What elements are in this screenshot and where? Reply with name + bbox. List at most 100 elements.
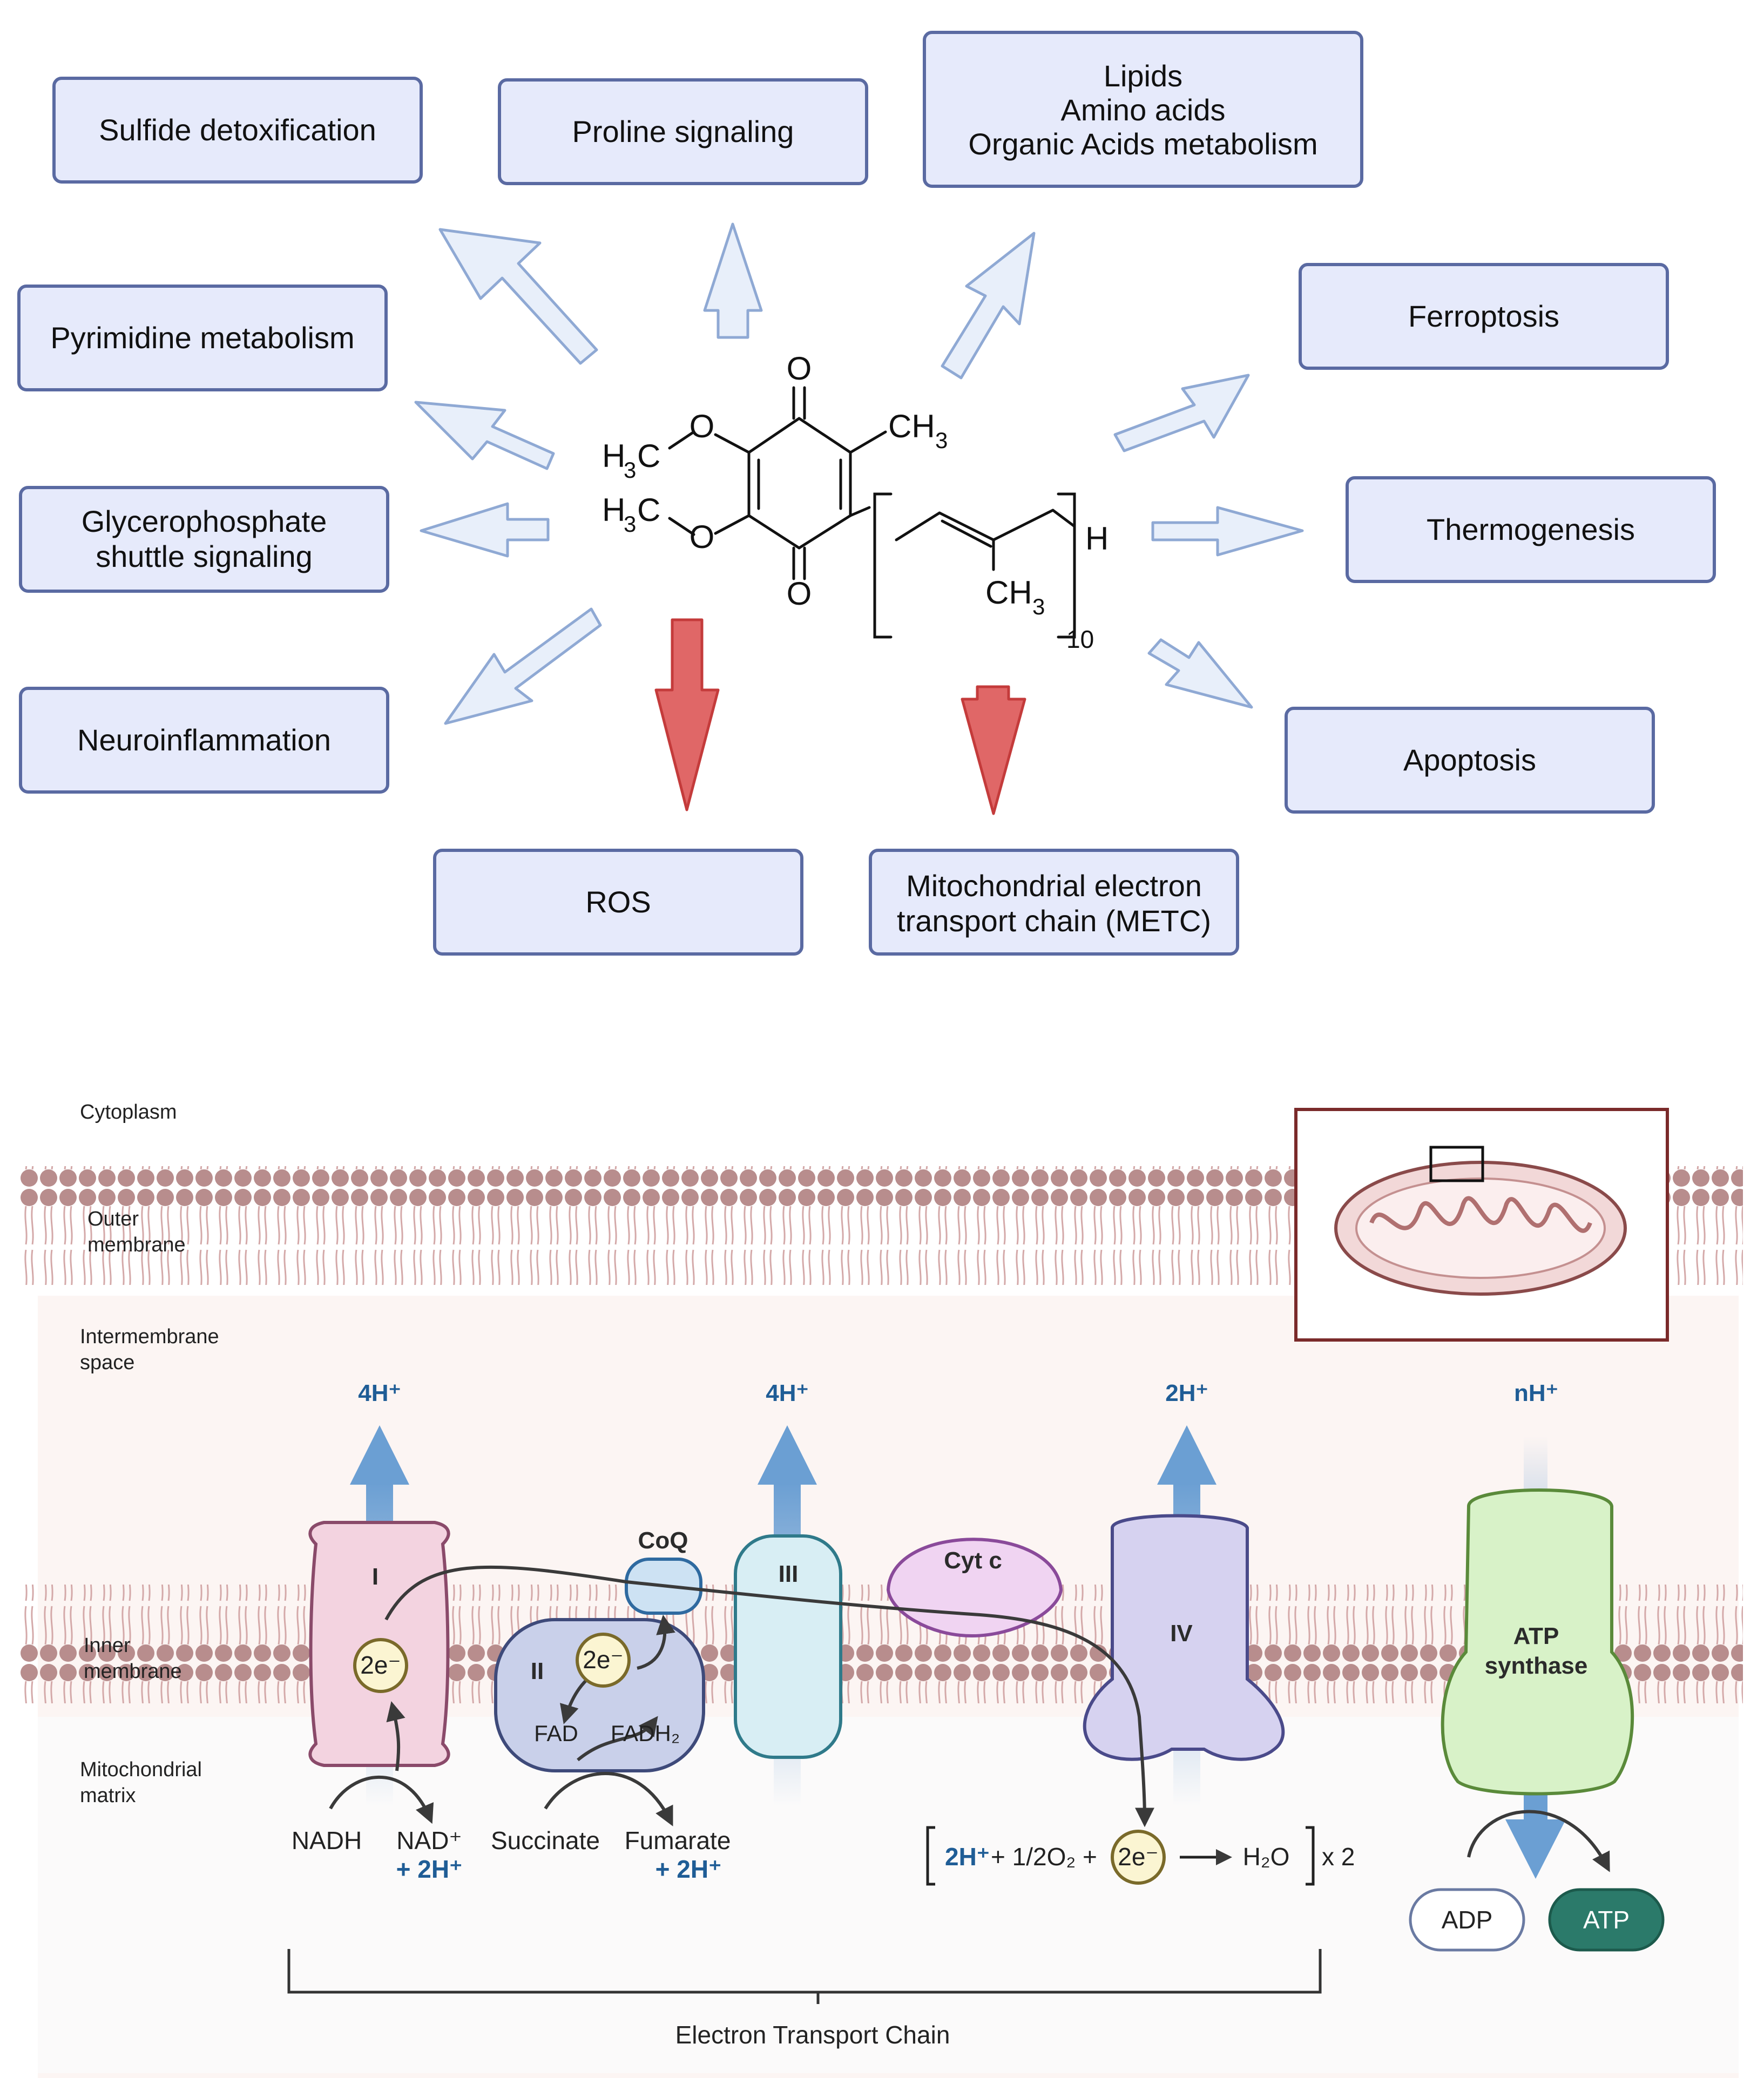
arrow-ferroptosis <box>1113 374 1250 452</box>
svg-text:CH: CH <box>985 574 1032 611</box>
function-box-pyrimidine: Pyrimidine metabolism <box>17 285 388 391</box>
hplus-complex-1: 4H⁺ <box>358 1380 401 1406</box>
svg-text:O: O <box>787 576 812 612</box>
oxygen-equation: 2H⁺ + 1/2O₂ + 2e⁻ H₂O x 2 <box>926 1826 1355 1886</box>
red-arrows <box>654 618 1026 815</box>
arrow-thermogenesis <box>1151 506 1304 557</box>
svg-text:Cyt c: Cyt c <box>944 1547 1002 1574</box>
function-box-ferroptosis: Ferroptosis <box>1299 263 1669 370</box>
svg-text:I: I <box>372 1563 379 1590</box>
function-box-neuroinflammation: Neuroinflammation <box>19 687 389 794</box>
svg-text:2e⁻: 2e⁻ <box>360 1651 401 1679</box>
svg-text:ATP: ATP <box>1583 1906 1630 1934</box>
matrix-arrows <box>329 1772 1610 1872</box>
arrow-apoptosis <box>1147 638 1253 709</box>
function-box-ros: ROS <box>433 849 803 956</box>
svg-text:Proline signaling: Proline signaling <box>572 114 794 148</box>
svg-text:shuttle signaling: shuttle signaling <box>96 539 313 573</box>
function-box-thermogenesis: Thermogenesis <box>1346 476 1716 583</box>
arrow-proline <box>703 222 763 339</box>
svg-text:2H⁺: 2H⁺ <box>945 1843 990 1871</box>
svg-text:Pyrimidine metabolism: Pyrimidine metabolism <box>50 321 354 355</box>
label-nadh: NADH <box>292 1826 362 1854</box>
svg-text:ROS: ROS <box>585 885 651 919</box>
function-box-apoptosis: Apoptosis <box>1285 707 1655 814</box>
complex-iii: III <box>734 1534 842 1759</box>
etc-bracket <box>287 1949 1322 2004</box>
svg-text:Organic Acids metabolism: Organic Acids metabolism <box>968 127 1317 161</box>
mitochondrion-inset <box>1294 1108 1669 1342</box>
label-cytoplasm: Cytoplasm <box>80 1101 177 1123</box>
electron-complex-ii: 2e⁻ <box>576 1633 631 1688</box>
svg-text:ATP: ATP <box>1513 1623 1559 1649</box>
svg-text:IV: IV <box>1170 1620 1193 1647</box>
svg-text:H: H <box>1085 520 1109 557</box>
svg-text:Glycerophosphate: Glycerophosphate <box>82 504 327 538</box>
svg-text:ADP: ADP <box>1442 1906 1493 1934</box>
svg-text:H: H <box>602 438 625 474</box>
light-arrows <box>414 222 1304 725</box>
svg-text:transport chain (METC): transport chain (METC) <box>897 904 1211 938</box>
hplus-complex-3: 4H⁺ <box>766 1380 808 1406</box>
svg-text:Apoptosis: Apoptosis <box>1403 743 1536 777</box>
svg-text:3: 3 <box>624 511 636 537</box>
label-ims-1: Intermembrane <box>80 1325 219 1348</box>
svg-text:H₂O: H₂O <box>1243 1843 1290 1871</box>
svg-text:CH: CH <box>888 408 935 444</box>
function-box-proline: Proline signaling <box>498 78 868 185</box>
label-ims-2: space <box>80 1351 134 1374</box>
label-matrix-2: matrix <box>80 1784 136 1807</box>
label-fumarate: Fumarate <box>625 1826 731 1854</box>
label-inner-1: Inner <box>84 1634 131 1657</box>
svg-text:x 2: x 2 <box>1322 1843 1355 1871</box>
label-electron-transport-chain: Electron Transport Chain <box>675 2021 950 2049</box>
svg-text:+ 1/2O₂ +: + 1/2O₂ + <box>991 1843 1097 1871</box>
svg-text:C: C <box>637 492 660 528</box>
svg-text:III: III <box>779 1561 799 1587</box>
svg-text:2e⁻: 2e⁻ <box>583 1646 623 1674</box>
svg-text:Ferroptosis: Ferroptosis <box>1408 299 1559 333</box>
label-matrix-1: Mitochondrial <box>80 1758 202 1781</box>
function-box-lipids: Lipids Amino acids Organic Acids metabol… <box>923 31 1363 188</box>
svg-text:Amino acids: Amino acids <box>1060 93 1225 127</box>
svg-text:O: O <box>690 519 715 555</box>
arrow-sulfide <box>438 228 598 365</box>
svg-text:2e⁻: 2e⁻ <box>1118 1843 1158 1871</box>
svg-text:3: 3 <box>935 428 948 453</box>
label-outer-1: Outer <box>87 1208 139 1230</box>
arrow-glycerophosphate <box>420 502 550 558</box>
arrow-pyrimidine <box>414 401 555 470</box>
svg-text:O: O <box>690 408 715 444</box>
coq10-atoms: O O O O H 3 C H 3 C CH 3 CH 3 H 10 <box>602 350 1109 653</box>
svg-text:3: 3 <box>624 457 636 483</box>
coq10-structure <box>668 386 1076 639</box>
electron-complex-i: 2e⁻ <box>353 1638 408 1693</box>
svg-text:Neuroinflammation: Neuroinflammation <box>77 723 331 757</box>
svg-text:10: 10 <box>1066 625 1094 653</box>
svg-text:Thermogenesis: Thermogenesis <box>1427 512 1635 546</box>
label-fadh2: FADH₂ <box>611 1721 680 1746</box>
label-succinate: Succinate <box>491 1826 600 1854</box>
atp-synthase: ATP synthase <box>1441 1488 1634 1796</box>
arrow-lipids <box>941 232 1036 380</box>
function-box-glycerophosphate: Glycerophosphate shuttle signaling <box>19 486 389 593</box>
svg-text:O: O <box>787 350 812 387</box>
arrow-metc <box>961 685 1026 815</box>
svg-text:synthase: synthase <box>1485 1653 1588 1679</box>
label-fumarate-2h: + 2H⁺ <box>655 1855 722 1883</box>
label-nad-2h: + 2H⁺ <box>396 1855 463 1883</box>
function-box-sulfide: Sulfide detoxification <box>52 77 423 184</box>
hplus-atp-synthase: nH⁺ <box>1514 1380 1558 1406</box>
svg-text:Lipids: Lipids <box>1104 59 1182 93</box>
hplus-complex-4: 2H⁺ <box>1165 1380 1208 1406</box>
adp-pill: ADP <box>1409 1888 1525 1952</box>
atp-pill: ATP <box>1548 1888 1665 1952</box>
arrow-ros <box>654 618 720 811</box>
svg-text:CoQ: CoQ <box>638 1527 688 1554</box>
arrow-neuroinflammation <box>444 607 602 725</box>
svg-text:II: II <box>531 1658 544 1684</box>
label-fad: FAD <box>534 1721 578 1746</box>
label-outer-2: membrane <box>87 1234 186 1256</box>
function-box-metc: Mitochondrial electron transport chain (… <box>869 849 1239 956</box>
